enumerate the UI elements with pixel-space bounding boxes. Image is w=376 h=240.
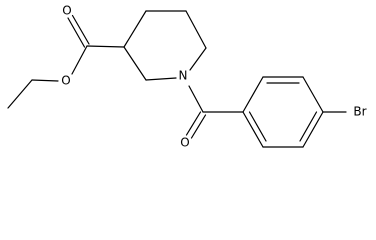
bromine-label: Br [353,105,366,119]
ring-bond-c3-c4 [123,10,147,48]
ester-carbonyl-bond-a [67,17,86,48]
benzene-bond-6 [242,111,264,148]
amide-carbonyl-bond-b [190,114,207,139]
ethyl-ch2-ch3-bond [7,79,33,109]
n-amide-bond [188,85,204,113]
ester-c-o-bond [71,45,88,75]
ring-bond-c5-c6 [185,10,207,49]
molecule-diagram: O O N O Br [7,4,367,150]
benzene-inner-double-3 [248,111,267,142]
benzene-bond-1 [242,76,264,113]
benzene-bond-4 [302,111,324,148]
ring-nitrogen-label: N [179,69,188,83]
benzene-inner-double-2 [299,111,318,142]
ester-carbonyl-oxygen-label: O [62,4,71,18]
ester-to-ring-bond [86,45,125,48]
ring-bond-c2-c3 [123,46,147,81]
ring-bond-n-c2 [145,77,177,81]
chemical-structure-canvas: O O N O Br [7,3,367,150]
amide-carbonyl-bond-a [185,111,202,136]
ester-carbonyl-bond-b [71,14,90,45]
ether-o-ch2-bond [31,79,59,82]
benzene-bond-3 [302,76,324,113]
ring-bond-c6-n [189,47,207,71]
ester-ether-oxygen-label: O [61,74,70,88]
amide-oxygen-label: O [180,136,189,150]
